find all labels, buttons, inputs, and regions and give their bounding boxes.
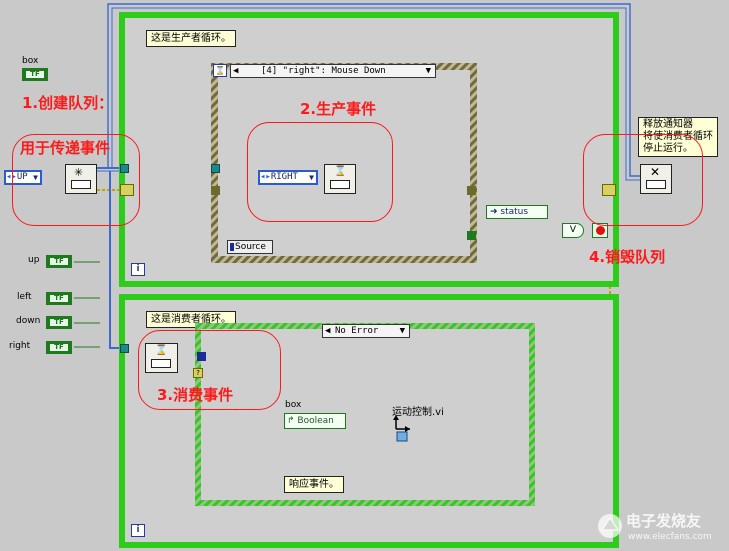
consumer-refnum-tunnel xyxy=(120,344,129,353)
release-queue-node[interactable]: ✕ xyxy=(640,164,672,194)
vi-label: 运动控制.vi xyxy=(392,407,444,418)
control-up-terminal[interactable]: TF xyxy=(46,255,72,268)
or-icon: V xyxy=(569,225,577,235)
case-selector[interactable]: ◀ No Error ▼ xyxy=(322,324,410,338)
event-error-tunnel xyxy=(211,186,220,195)
dropdown-arrow-icon: ▼ xyxy=(309,173,314,182)
annotation-box-produce-event xyxy=(247,122,393,222)
property-arrow-icon: ↱ xyxy=(287,416,295,426)
case-selector-terminal: ? xyxy=(193,368,203,378)
stop-icon xyxy=(596,226,605,235)
queue-icon xyxy=(646,180,666,189)
arrow-right-icon: ➜ xyxy=(490,207,498,217)
enum-arrows-icon: ◂▸ xyxy=(6,172,17,182)
annotation-box-create-queue xyxy=(12,134,140,226)
left-arrow-icon: ◀ xyxy=(233,66,239,76)
motion-control-vi-icon[interactable] xyxy=(388,415,412,443)
control-label-down: down xyxy=(16,316,41,326)
case-data-tunnel xyxy=(197,352,206,361)
producer-comment: 这是生产者循环。 xyxy=(146,30,236,47)
watermark-text: 电子发烧友 xyxy=(626,512,702,530)
or-function[interactable]: V xyxy=(562,223,584,238)
dropdown-arrow-icon: ▼ xyxy=(399,326,405,336)
release-queue-comment: 释放通知器 将使消费者循环 停止运行。 xyxy=(638,117,718,157)
queue-icon xyxy=(330,180,350,189)
annotation-destroy-queue: 4.销毁队列 xyxy=(589,248,666,266)
source-terminal-icon xyxy=(230,242,234,251)
hourglass-icon: ⌛ xyxy=(334,166,347,177)
control-down-terminal[interactable]: TF xyxy=(46,316,72,329)
control-right-terminal[interactable]: TF xyxy=(46,341,72,354)
producer-iteration-terminal: i xyxy=(131,263,145,276)
watermark: 电子发烧友 www.elecfans.com xyxy=(596,508,726,548)
annotation-consume-event: 3.消费事件 xyxy=(157,386,234,404)
control-label-box: box xyxy=(22,56,39,66)
control-label-up: up xyxy=(28,255,40,265)
event-refnum-tunnel xyxy=(211,164,220,173)
watermark-logo-icon xyxy=(598,514,622,538)
producer-error-shift-register xyxy=(120,184,134,196)
hourglass-icon: ⌛ xyxy=(155,345,168,356)
control-left-terminal[interactable]: TF xyxy=(46,292,72,305)
producer-refnum-tunnel xyxy=(120,164,129,173)
obtain-queue-node[interactable]: ✳ xyxy=(65,164,97,194)
dropdown-arrow-icon: ▼ xyxy=(33,173,38,182)
control-label-left: left xyxy=(17,292,32,302)
status-unbundle[interactable]: ➜ status xyxy=(486,205,548,219)
annotation-box-destroy-queue xyxy=(583,134,703,226)
box-property-node[interactable]: ↱ Boolean xyxy=(284,413,346,429)
response-comment: 响应事件。 xyxy=(284,476,344,493)
event-enum-constant[interactable]: ◂▸RIGHT ▼ xyxy=(258,170,318,185)
event-timeout-terminal: ⌛ xyxy=(213,64,227,77)
annotation-create-queue-title: 1.创建队列： xyxy=(22,94,114,112)
event-case-selector[interactable]: ◀ [4] "right": Mouse Down ▼ xyxy=(230,64,436,78)
queue-icon xyxy=(151,359,171,368)
dropdown-arrow-icon: ▼ xyxy=(425,66,431,76)
watermark-url: www.elecfans.com xyxy=(628,532,712,542)
annotation-produce-event: 2.生产事件 xyxy=(300,100,377,118)
annotation-box-consume-event xyxy=(138,330,281,410)
queue-icon xyxy=(71,180,91,189)
enum-arrows-icon: ◂▸ xyxy=(260,172,271,182)
box-property-label: box xyxy=(285,400,302,410)
left-arrow-icon: ◀ xyxy=(325,326,331,336)
close-icon: ✕ xyxy=(650,165,661,179)
control-box-terminal[interactable]: TF xyxy=(22,68,48,81)
event-stop-tunnel xyxy=(467,231,476,240)
producer-error-shift-register-right xyxy=(602,184,616,196)
queue-init-enum[interactable]: ◂▸UP ▼ xyxy=(4,170,42,185)
event-data-node: Source xyxy=(227,240,273,254)
control-label-right: right xyxy=(9,341,31,351)
annotation-create-queue-subtitle: 用于传递事件 xyxy=(20,139,111,157)
enqueue-element-node[interactable]: ⌛ xyxy=(324,164,356,194)
event-error-tunnel-out xyxy=(467,186,476,195)
obtain-queue-icon: ✳ xyxy=(74,166,84,179)
consumer-iteration-terminal: i xyxy=(131,524,145,537)
